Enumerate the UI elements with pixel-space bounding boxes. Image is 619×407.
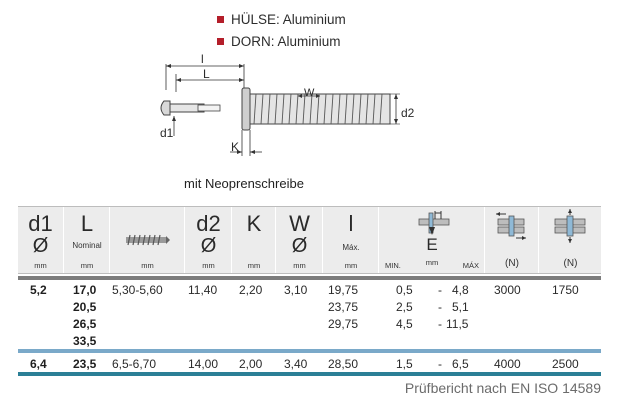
header-d2: d2 Ø mm: [184, 207, 232, 273]
dim-d2-label: d2: [401, 106, 415, 120]
header-tensile: (N): [538, 207, 602, 273]
rivet-drawing-svg: [160, 64, 400, 156]
caption: mit Neoprenschreibe: [184, 176, 304, 191]
table-row: 6,4 23,5 6,5-6,70 14,00 2,00 3,40 28,50 …: [30, 357, 579, 371]
dim-K-label: K: [231, 140, 240, 154]
header-W: W Ø mm: [275, 207, 323, 273]
table-header: d1 Ø mm L Nominal mm mm d2 Ø mm K mm W Ø: [18, 206, 601, 274]
tensile-force-icon: [554, 209, 586, 243]
group1-top-bar: [18, 276, 601, 280]
dim-W-label: W: [304, 87, 315, 99]
table-row: 5,2 17,0 5,30-5,60 11,40 2,20 3,10 19,75…: [30, 283, 579, 297]
shear-force-icon: [496, 212, 526, 240]
red-square-icon: [217, 16, 224, 23]
header-K: K mm: [231, 207, 276, 273]
table-row: 20,5 23,75 2,5 - 5,1: [73, 300, 469, 314]
material-mandrel: DORN: Aluminium: [217, 34, 341, 49]
header-d1: d1 Ø mm: [28, 211, 53, 270]
group2-top-bar: [18, 349, 601, 353]
header-E: E MIN. mm MÁX: [378, 207, 485, 273]
dim-l-label: l: [201, 52, 204, 66]
header-l: l Máx. mm: [322, 207, 379, 273]
material-sleeve-label: HÜLSE: Aluminium: [231, 12, 346, 27]
screw-icon: [126, 234, 170, 246]
table-row: 26,5 29,75 4,5 - 11,5: [73, 317, 469, 331]
table-row: 33,5: [73, 334, 97, 348]
material-mandrel-label: DORN: Aluminium: [231, 34, 341, 49]
rivet-drawing: l L W d2 d1 K: [150, 52, 420, 164]
group2-bottom-bar: [18, 372, 601, 376]
footer-test-report: Prüfbericht nach EN ISO 14589: [404, 380, 601, 396]
header-grip-range: mm: [109, 207, 185, 273]
red-square-icon: [217, 38, 224, 45]
dim-L-label: L: [203, 67, 210, 81]
header-L: L Nominal mm: [63, 207, 110, 273]
header-shear: (N): [484, 207, 539, 273]
material-sleeve: HÜLSE: Aluminium: [217, 12, 346, 27]
dim-d1-label: d1: [160, 126, 174, 140]
grip-range-icon: [418, 211, 450, 235]
